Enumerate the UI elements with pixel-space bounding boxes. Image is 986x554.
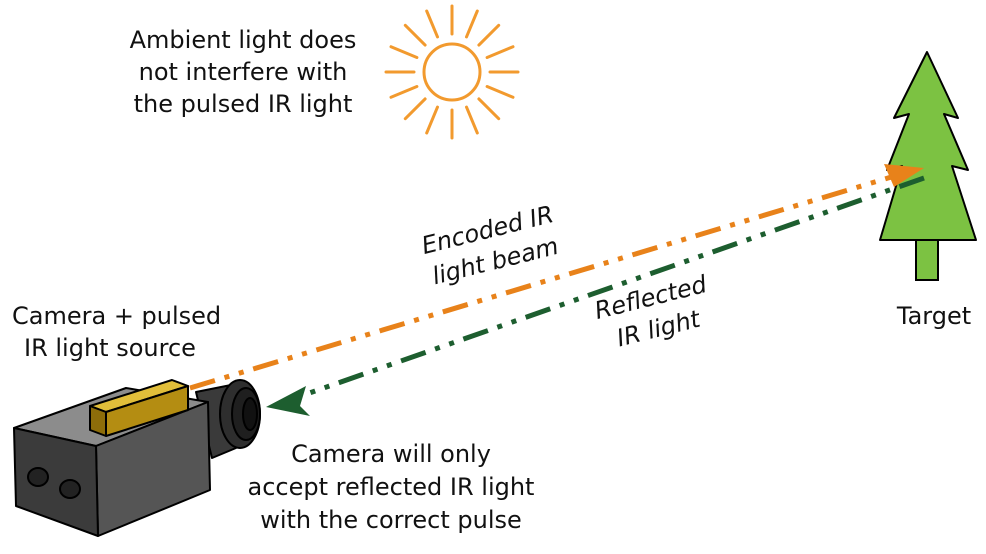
sun-ray: [465, 105, 479, 135]
camera-socket: [27, 467, 49, 487]
encoded-beam-label: Encoded IR light beam: [419, 200, 561, 290]
sun-ray: [465, 9, 479, 39]
ambient-note-line: not interfere with: [139, 58, 348, 86]
reflected-beam-arrowhead: [266, 386, 310, 416]
camera-icon: [13, 379, 261, 537]
camera-label: Camera + pulsed IR light source: [12, 302, 221, 362]
reflected-ir-beam: [266, 175, 925, 416]
camera-socket: [59, 479, 81, 499]
sun-icon: [384, 4, 520, 140]
camera-accept-note: Camera will only accept reflected IR lig…: [248, 440, 535, 534]
encoded-ir-beam: [189, 164, 924, 391]
accept-note-line: Camera will only: [291, 440, 491, 468]
sun-ray: [477, 23, 501, 47]
target-label: Target: [896, 302, 971, 330]
tree-icon: [879, 51, 977, 281]
accept-note-line: accept reflected IR light: [248, 473, 535, 501]
reflected-beam-label: Reflected IR light: [592, 270, 710, 352]
sun-ray: [485, 85, 515, 99]
ambient-note-line: Ambient light does: [130, 26, 357, 54]
camera-label-line: IR light source: [24, 334, 196, 362]
ambient-light-note: Ambient light does not interfere with th…: [130, 26, 357, 118]
sun-ray: [389, 85, 419, 99]
sun-ray: [477, 97, 501, 121]
sun-ray: [389, 45, 419, 59]
sun-ray: [403, 23, 427, 47]
sun-ray: [403, 97, 427, 121]
sun-ray: [425, 9, 439, 39]
sun-ray: [425, 105, 439, 135]
accept-note-line: with the correct pulse: [260, 506, 522, 534]
sun-disc: [422, 42, 482, 102]
ambient-note-line: the pulsed IR light: [134, 90, 353, 118]
sun-ray: [485, 45, 515, 59]
ir-light-source: [89, 379, 189, 437]
camera-label-line: Camera + pulsed: [12, 302, 221, 330]
encoded-beam-arrowhead: [884, 164, 924, 187]
